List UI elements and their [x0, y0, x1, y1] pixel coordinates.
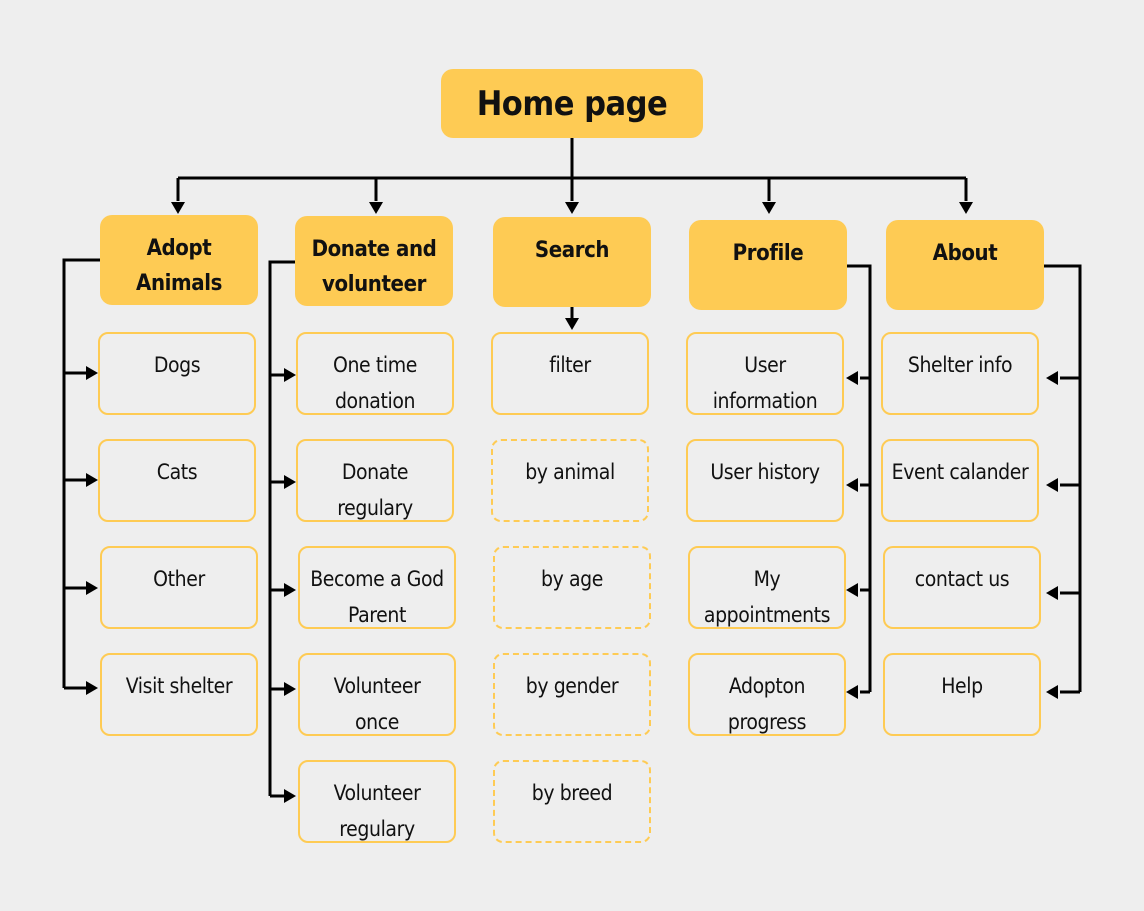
- adopton-progress-label: Adopton progress: [727, 674, 807, 734]
- profile-item-arrow-2: [846, 583, 858, 597]
- profile-item-arrow-0: [846, 371, 858, 385]
- donate-item-arrow-2: [284, 583, 296, 597]
- dogs-node[interactable]: Dogs: [98, 332, 256, 415]
- user-history-node[interactable]: User history: [686, 439, 844, 522]
- donate-and-volunteer-node[interactable]: Donate and volunteer: [295, 216, 453, 306]
- become-god-parent-node[interactable]: Become a God Parent: [298, 546, 456, 629]
- my-appointments-label: My appointments: [703, 567, 831, 627]
- shelter-info-label: Shelter info: [907, 353, 1013, 377]
- about-item-arrow-1: [1046, 478, 1058, 492]
- about-label: About: [932, 241, 998, 266]
- by-animal-label: by animal: [525, 460, 615, 484]
- donate-bracket-line: [268, 260, 295, 796]
- volunteer-regulary-label: Volunteer regulary: [333, 781, 421, 841]
- contact-us-label: contact us: [914, 567, 1010, 591]
- about-bracket-line: [1044, 264, 1082, 692]
- help-node[interactable]: Help: [883, 653, 1041, 736]
- event-calander-label: Event calander: [891, 460, 1029, 484]
- by-breed-label: by breed: [531, 781, 613, 805]
- donate-item-arrow-4: [284, 789, 296, 803]
- search-label: Search: [534, 238, 610, 263]
- filter-label: filter: [549, 353, 591, 377]
- filter-node[interactable]: filter: [491, 332, 649, 415]
- event-calander-node[interactable]: Event calander: [881, 439, 1039, 522]
- adopt-item-arrow-1: [86, 473, 98, 487]
- search-node[interactable]: Search: [493, 217, 651, 307]
- about-node[interactable]: About: [886, 220, 1044, 310]
- adopt-item-arrow-0: [86, 366, 98, 380]
- by-breed-node[interactable]: by breed: [493, 760, 651, 843]
- by-age-node[interactable]: by age: [493, 546, 651, 629]
- donate-and-volunteer-label: Donate and volunteer: [311, 237, 437, 297]
- donate-regulary-label: Donate regulary: [337, 460, 413, 520]
- shelter-info-node[interactable]: Shelter info: [881, 332, 1039, 415]
- profile-node[interactable]: Profile: [689, 220, 847, 310]
- profile-item-arrow-3: [846, 685, 858, 699]
- donate-item-arrow-1: [284, 475, 296, 489]
- user-history-label: User history: [710, 460, 820, 484]
- other-label: Other: [153, 567, 205, 591]
- volunteer-once-node[interactable]: Volunteer once: [298, 653, 456, 736]
- become-god-parent-label: Become a God Parent: [310, 567, 444, 627]
- dogs-label: Dogs: [153, 353, 201, 377]
- home-page-label: Home page: [476, 83, 668, 124]
- profile-label: Profile: [732, 241, 804, 266]
- user-information-node[interactable]: User information: [686, 332, 844, 415]
- donate-regulary-node[interactable]: Donate regulary: [296, 439, 454, 522]
- about-item-arrow-2: [1046, 586, 1058, 600]
- by-gender-label: by gender: [525, 674, 619, 698]
- cats-label: Cats: [156, 460, 198, 484]
- home-page-node[interactable]: Home page: [441, 69, 703, 138]
- user-information-label: User information: [712, 353, 818, 413]
- by-age-label: by age: [541, 567, 603, 591]
- my-appointments-node[interactable]: My appointments: [688, 546, 846, 629]
- about-item-arrow-3: [1046, 685, 1058, 699]
- one-time-donation-label: One time donation: [333, 353, 417, 413]
- visit-shelter-node[interactable]: Visit shelter: [100, 653, 258, 736]
- search-filter-arrow: [565, 318, 579, 330]
- volunteer-once-label: Volunteer once: [333, 674, 421, 734]
- donate-item-arrow-0: [284, 368, 296, 382]
- about-item-arrow-0: [1046, 371, 1058, 385]
- search-drop-arrow: [565, 202, 579, 214]
- cats-node[interactable]: Cats: [98, 439, 256, 522]
- adopt-bracket-line: [62, 258, 100, 688]
- adopt-animals-label: Adopt Animals: [136, 236, 222, 296]
- donate-drop-arrow: [369, 202, 383, 214]
- contact-us-node[interactable]: contact us: [883, 546, 1041, 629]
- other-node[interactable]: Other: [100, 546, 258, 629]
- about-drop-arrow: [959, 202, 973, 214]
- volunteer-regulary-node[interactable]: Volunteer regulary: [298, 760, 456, 843]
- help-label: Help: [941, 674, 983, 698]
- profile-item-arrow-1: [846, 478, 858, 492]
- adopt-item-arrow-2: [86, 581, 98, 595]
- profile-bracket-line: [847, 264, 872, 692]
- adopt-animals-node[interactable]: Adopt Animals: [100, 215, 258, 305]
- adopt-drop-arrow: [171, 202, 185, 214]
- adopton-progress-node[interactable]: Adopton progress: [688, 653, 846, 736]
- donate-item-arrow-3: [284, 682, 296, 696]
- by-gender-node[interactable]: by gender: [493, 653, 651, 736]
- by-animal-node[interactable]: by animal: [491, 439, 649, 522]
- profile-drop-arrow: [762, 202, 776, 214]
- one-time-donation-node[interactable]: One time donation: [296, 332, 454, 415]
- adopt-item-arrow-3: [86, 681, 98, 695]
- visit-shelter-label: Visit shelter: [125, 674, 233, 698]
